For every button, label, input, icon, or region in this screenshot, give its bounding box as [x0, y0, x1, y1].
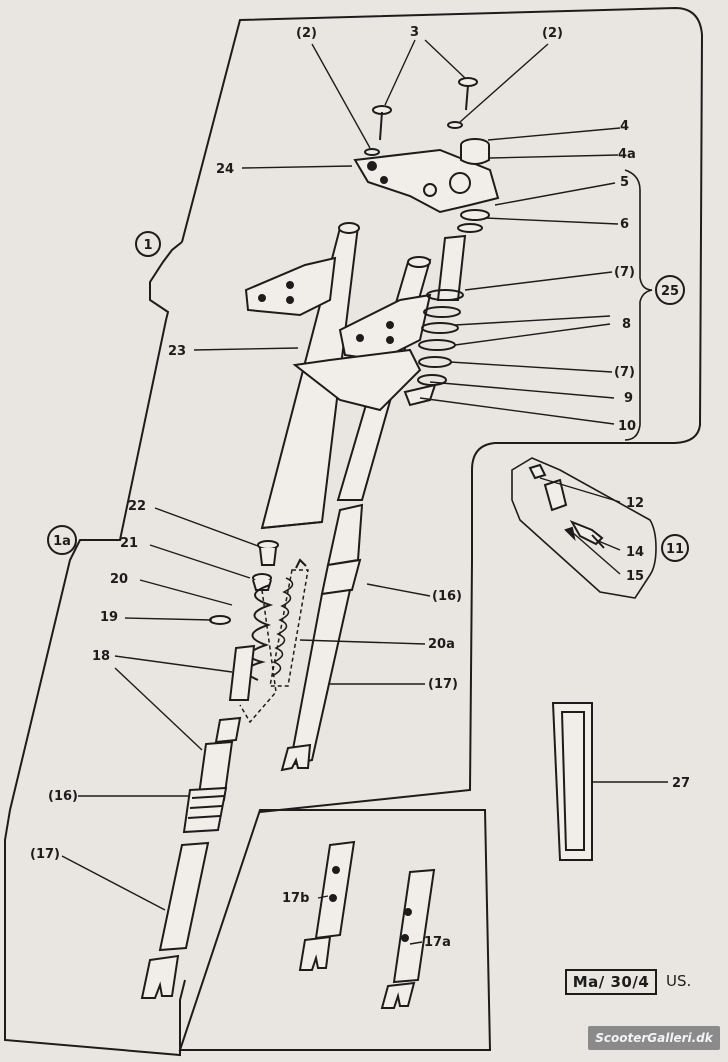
label-6: 6 [620, 217, 629, 232]
label-27: 27 [672, 776, 690, 791]
label-22: 22 [128, 499, 146, 514]
label-17a-alt: 17a [424, 935, 451, 950]
label-7b: (7) [614, 365, 635, 380]
part-27-strip [551, 702, 593, 861]
label-21: 21 [120, 536, 138, 551]
group-1-outline [4, 6, 704, 1057]
label-2b: (2) [542, 26, 563, 41]
spring-20a [239, 558, 309, 724]
label-5: 5 [620, 175, 629, 190]
label-19: 19 [100, 610, 118, 625]
label-17b-alt: 17b [282, 891, 309, 906]
group-25-bracket [624, 169, 653, 441]
parts-12-15 [528, 463, 605, 549]
label-15: 15 [626, 569, 644, 584]
label-3: 3 [410, 25, 419, 40]
label-8: 8 [622, 317, 631, 332]
group-11-bracket [511, 457, 657, 599]
label-14: 14 [626, 545, 644, 560]
label-25: 25 [661, 284, 679, 299]
label-20: 20 [110, 572, 128, 587]
label-9: 9 [624, 391, 633, 406]
label-7a: (7) [614, 265, 635, 280]
label-10: 10 [618, 419, 636, 434]
top-plate [353, 148, 500, 214]
label-17b: (17) [30, 847, 60, 862]
cap-nut [457, 138, 490, 233]
label-1: 1 [143, 238, 152, 253]
triple-clamp [244, 256, 432, 412]
label-4a: 4a [618, 147, 636, 162]
leader-lines [61, 39, 668, 945]
damper-internals [140, 540, 279, 999]
drawing-code-box: Ma/ 30/4 [565, 969, 657, 995]
drawing-code-suffix: US. [666, 972, 692, 990]
label-20a: 20a [428, 637, 455, 652]
label-23: 23 [168, 344, 186, 359]
label-18: 18 [92, 649, 110, 664]
label-12: 12 [626, 496, 644, 511]
callout-labels: (2) 3 (2) 4 4a 24 5 6 (7) 8 23 (7) 9 10 … [30, 25, 690, 950]
label-17a: (17) [428, 677, 458, 692]
label-1a: 1a [53, 534, 71, 549]
label-4: 4 [620, 119, 629, 134]
label-16a: (16) [432, 589, 462, 604]
bolts-3 [364, 77, 478, 156]
spare-sliders [298, 840, 436, 1009]
label-16b: (16) [48, 789, 78, 804]
watermark-logo: ScooterGalleri.dk [588, 1026, 720, 1050]
label-11: 11 [666, 542, 684, 557]
label-2a: (2) [296, 26, 317, 41]
circled-labels: 1 25 11 1a [47, 231, 689, 562]
label-24: 24 [216, 162, 234, 177]
